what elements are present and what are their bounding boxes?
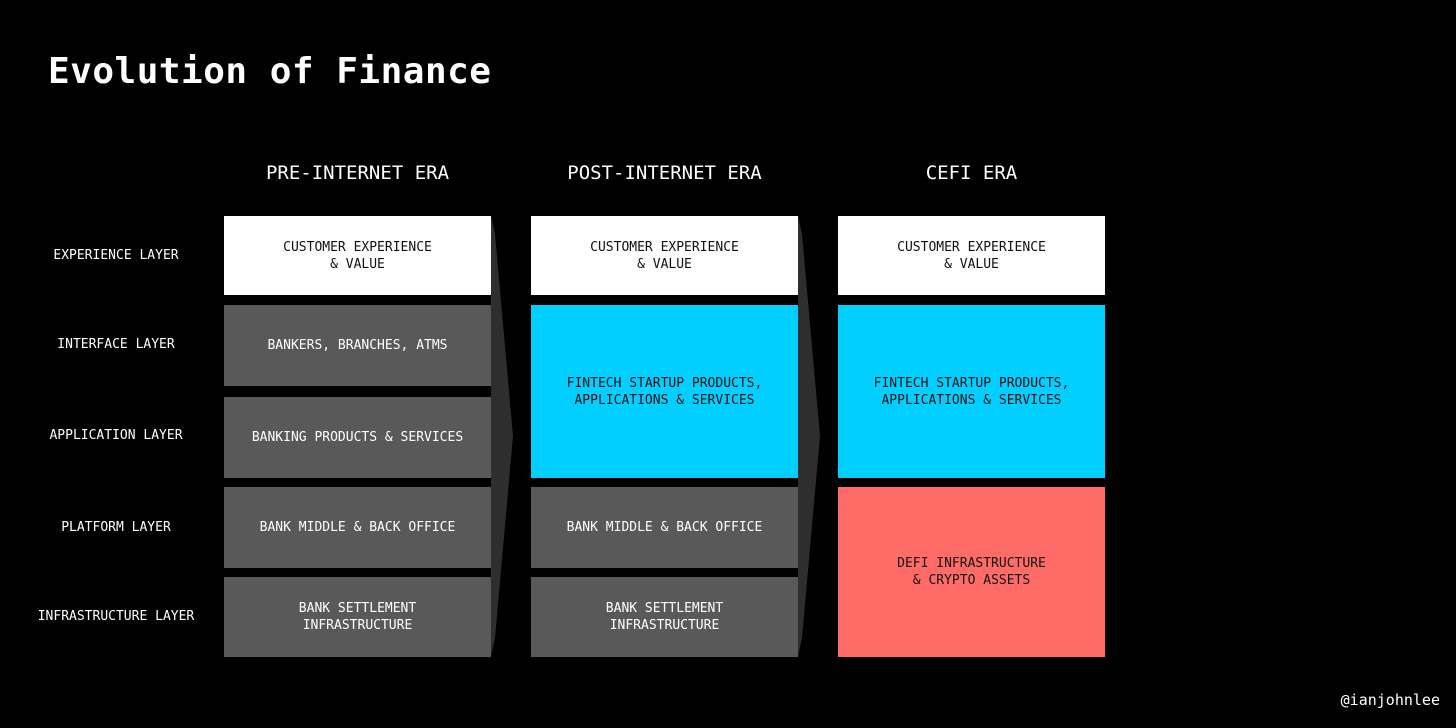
author-credit: @ianjohnlee [1340, 691, 1440, 709]
page-title: Evolution of Finance [48, 51, 492, 92]
post-platform-text: BANK MIDDLE & BACK OFFICE [566, 520, 763, 535]
post-platform-box: BANK MIDDLE & BACK OFFICE [531, 487, 798, 568]
pre-experience-box: CUSTOMER EXPERIENCE & VALUE [224, 216, 491, 295]
pre-application-box: BANKING PRODUCTS & SERVICES [224, 397, 491, 478]
layer-label-infrastructure: INFRASTRUCTURE LAYER [37, 609, 195, 624]
arrow-pre-to-post-icon [491, 216, 513, 656]
cefi-experience-box: CUSTOMER EXPERIENCE & VALUE [838, 216, 1105, 295]
layer-label-interface: INTERFACE LAYER [57, 337, 175, 352]
era-header-post-internet: POST-INTERNET ERA [567, 162, 762, 184]
pre-application-text: BANKING PRODUCTS & SERVICES [251, 430, 464, 445]
post-experience-box: CUSTOMER EXPERIENCE & VALUE [531, 216, 798, 295]
pre-interface-box: BANKERS, BRANCHES, ATMS [224, 305, 491, 386]
post-fintech-box: FINTECH STARTUP PRODUCTS, APPLICATIONS &… [531, 305, 798, 478]
pre-platform-box: BANK MIDDLE & BACK OFFICE [224, 487, 491, 568]
post-fintech-text: FINTECH STARTUP PRODUCTS, APPLICATIONS &… [566, 375, 763, 408]
arrow-post-to-cefi-icon [798, 216, 820, 656]
cefi-defi-text: DEFI INFRASTRUCTURE & CRYPTO ASSETS [897, 556, 1046, 588]
era-header-pre-internet: PRE-INTERNET ERA [265, 162, 450, 184]
cefi-fintech-text: FINTECH STARTUP PRODUCTS, APPLICATIONS &… [873, 375, 1070, 408]
cefi-experience-text: CUSTOMER EXPERIENCE & VALUE [897, 239, 1046, 272]
pre-experience-text: CUSTOMER EXPERIENCE & VALUE [283, 239, 432, 272]
pre-interface-text: BANKERS, BRANCHES, ATMS [267, 338, 448, 353]
cefi-fintech-box: FINTECH STARTUP PRODUCTS, APPLICATIONS &… [838, 305, 1105, 478]
layer-label-experience: EXPERIENCE LAYER [53, 248, 179, 263]
post-infrastructure-text: BANK SETTLEMENT INFRASTRUCTURE [605, 601, 724, 633]
pre-infrastructure-text: BANK SETTLEMENT INFRASTRUCTURE [298, 601, 417, 633]
pre-infrastructure-box: BANK SETTLEMENT INFRASTRUCTURE [224, 577, 491, 657]
post-infrastructure-box: BANK SETTLEMENT INFRASTRUCTURE [531, 577, 798, 657]
layer-label-platform: PLATFORM LAYER [61, 520, 171, 535]
pre-platform-text: BANK MIDDLE & BACK OFFICE [259, 520, 456, 535]
era-header-cefi: CEFI ERA [925, 162, 1018, 184]
cefi-defi-box: DEFI INFRASTRUCTURE & CRYPTO ASSETS [838, 487, 1105, 657]
layer-label-application: APPLICATION LAYER [49, 428, 183, 443]
post-experience-text: CUSTOMER EXPERIENCE & VALUE [590, 239, 739, 272]
